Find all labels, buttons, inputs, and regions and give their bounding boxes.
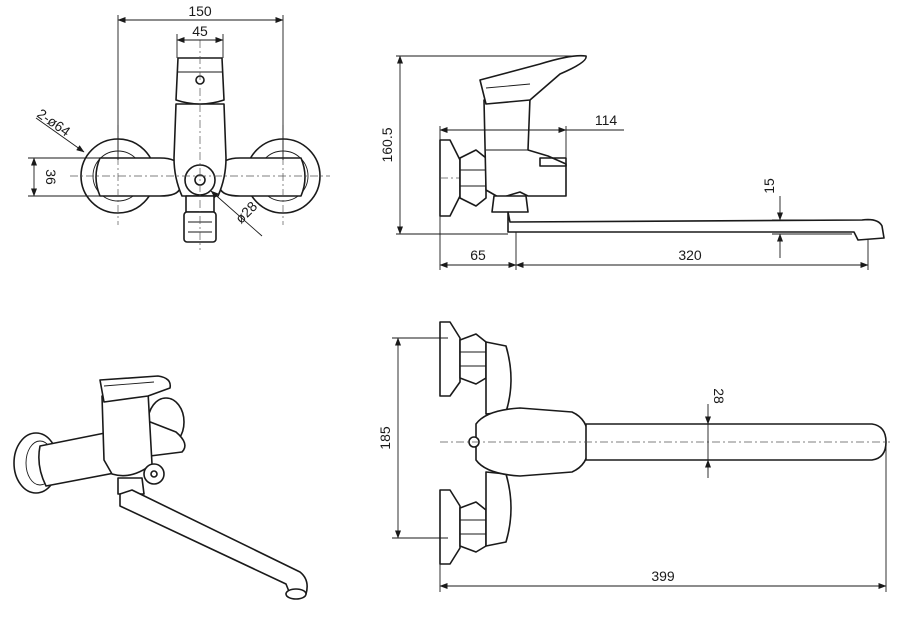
dim-top-width: 185 bbox=[377, 426, 393, 450]
top-upper-arm bbox=[485, 341, 512, 415]
side-outlet-nut bbox=[491, 195, 529, 213]
front-view: 150 45 2-ø64 36 ø28 bbox=[28, 3, 330, 250]
iso-spout bbox=[119, 489, 308, 595]
dim-spout-reach: 320 bbox=[678, 247, 702, 263]
dim-handle-width: 45 bbox=[192, 23, 208, 39]
left-arm bbox=[95, 157, 181, 197]
dim-spout-height: 15 bbox=[761, 178, 777, 194]
dim-side-depth: 114 bbox=[595, 112, 618, 128]
side-body bbox=[483, 97, 567, 199]
dim-overall-length: 399 bbox=[651, 568, 675, 584]
iso-body bbox=[101, 391, 153, 477]
dim-flange-diameter: 2-ø64 bbox=[34, 105, 73, 139]
top-lower-arm bbox=[485, 471, 512, 547]
iso-lever bbox=[99, 375, 172, 403]
top-upper-nut bbox=[459, 333, 487, 385]
iso-nut bbox=[117, 477, 145, 495]
lever-handle bbox=[175, 57, 225, 105]
hex-nut bbox=[459, 149, 487, 207]
top-lower-flange bbox=[439, 489, 461, 565]
perspective-view bbox=[13, 375, 308, 600]
top-lower-nut bbox=[459, 501, 487, 553]
dim-side-height: 160.5 bbox=[379, 127, 395, 162]
dim-wall-offset: 65 bbox=[470, 247, 486, 263]
side-spout bbox=[507, 211, 885, 241]
top-view: 185 28 399 bbox=[377, 321, 890, 592]
side-lever bbox=[479, 54, 587, 105]
iso-knob bbox=[143, 463, 165, 485]
dim-outlet-height: 36 bbox=[43, 169, 59, 185]
dim-spout-diameter: 28 bbox=[711, 388, 727, 404]
top-upper-flange bbox=[439, 321, 461, 397]
right-arm bbox=[219, 157, 306, 197]
side-view: 160.5 114 15 65 320 bbox=[379, 54, 885, 270]
dim-front-width: 150 bbox=[188, 3, 212, 19]
